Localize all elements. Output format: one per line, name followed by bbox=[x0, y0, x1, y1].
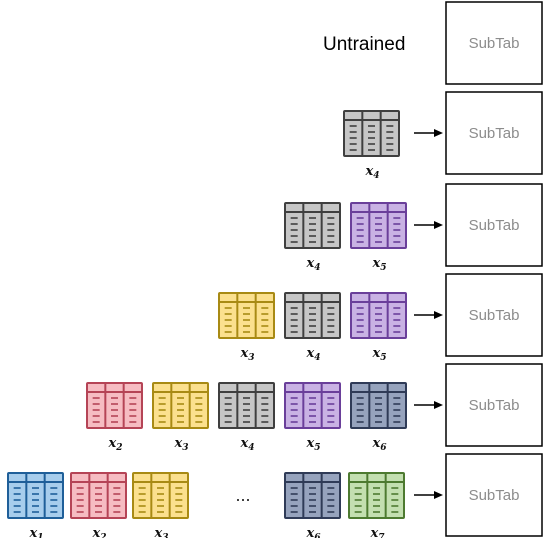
data-table-icon: x4 bbox=[284, 292, 341, 363]
table-label: x3 bbox=[154, 526, 169, 538]
diagram-row: SubTab x4 x5 bbox=[284, 183, 543, 273]
data-table-icon: x7 bbox=[348, 472, 405, 538]
table-label: x1 bbox=[29, 526, 44, 538]
data-table-icon: x4 bbox=[218, 382, 275, 453]
table-label: x5 bbox=[372, 256, 387, 273]
table-label: x3 bbox=[174, 436, 189, 453]
data-table-icon: x5 bbox=[350, 292, 407, 363]
table-label: x4 bbox=[306, 346, 321, 363]
subtab-model-box: SubTab bbox=[445, 183, 543, 267]
data-table-icon: x4 bbox=[284, 202, 341, 273]
table-label: x6 bbox=[306, 526, 322, 538]
table-label: x6 bbox=[372, 436, 388, 453]
table-label: x5 bbox=[306, 436, 321, 453]
table-label: x5 bbox=[372, 346, 387, 363]
arrow-icon bbox=[414, 311, 443, 319]
data-table-icon: x5 bbox=[284, 382, 341, 453]
table-label: x3 bbox=[240, 346, 255, 363]
diagram-row: SubTab x3 x4 x5 bbox=[218, 273, 543, 363]
table-label: x2 bbox=[92, 526, 107, 538]
table-label: x4 bbox=[306, 256, 321, 273]
subtab-model-box: SubTab bbox=[445, 453, 543, 537]
table-label: x7 bbox=[370, 526, 386, 538]
table-label: x4 bbox=[240, 436, 255, 453]
data-table-icon: x6 bbox=[284, 472, 341, 538]
arrow-icon bbox=[414, 221, 443, 229]
table-label: x2 bbox=[108, 436, 123, 453]
diagram-row: SubTab x2 x3 x4 x5 x6 bbox=[86, 363, 543, 453]
ellipsis: ... bbox=[235, 485, 250, 505]
subtab-model-box: SubTab bbox=[445, 363, 543, 447]
data-table-icon: x5 bbox=[350, 202, 407, 273]
subtab-label: SubTab bbox=[469, 397, 520, 414]
untrained-label: Untrained bbox=[323, 34, 405, 55]
subtab-model-box: SubTab bbox=[445, 273, 543, 357]
data-table-icon: x2 bbox=[86, 382, 143, 453]
data-table-icon: x6 bbox=[350, 382, 407, 453]
data-table-icon: x1 bbox=[7, 472, 64, 538]
data-table-icon: x4 bbox=[343, 110, 400, 181]
arrow-icon bbox=[414, 491, 443, 499]
arrow-icon bbox=[414, 401, 443, 409]
subtab-label: SubTab bbox=[469, 307, 520, 324]
data-table-icon: x2 bbox=[70, 472, 127, 538]
subtab-label: SubTab bbox=[469, 487, 520, 504]
subtab-label: SubTab bbox=[469, 35, 520, 52]
diagram-row: SubTab bbox=[445, 1, 543, 85]
subtab-model-box: SubTab bbox=[445, 91, 543, 175]
subtab-label: SubTab bbox=[469, 125, 520, 142]
diagram-row: SubTab x4 bbox=[343, 91, 543, 181]
subtab-label: SubTab bbox=[469, 217, 520, 234]
arrow-icon bbox=[414, 129, 443, 137]
table-label: x4 bbox=[365, 164, 380, 181]
data-table-icon: x3 bbox=[152, 382, 209, 453]
data-table-icon: x3 bbox=[218, 292, 275, 363]
diagram-row: SubTab x1 x2 x3 x6 x7... bbox=[7, 453, 543, 538]
subtab-model-box: SubTab bbox=[445, 1, 543, 85]
data-table-icon: x3 bbox=[132, 472, 189, 538]
